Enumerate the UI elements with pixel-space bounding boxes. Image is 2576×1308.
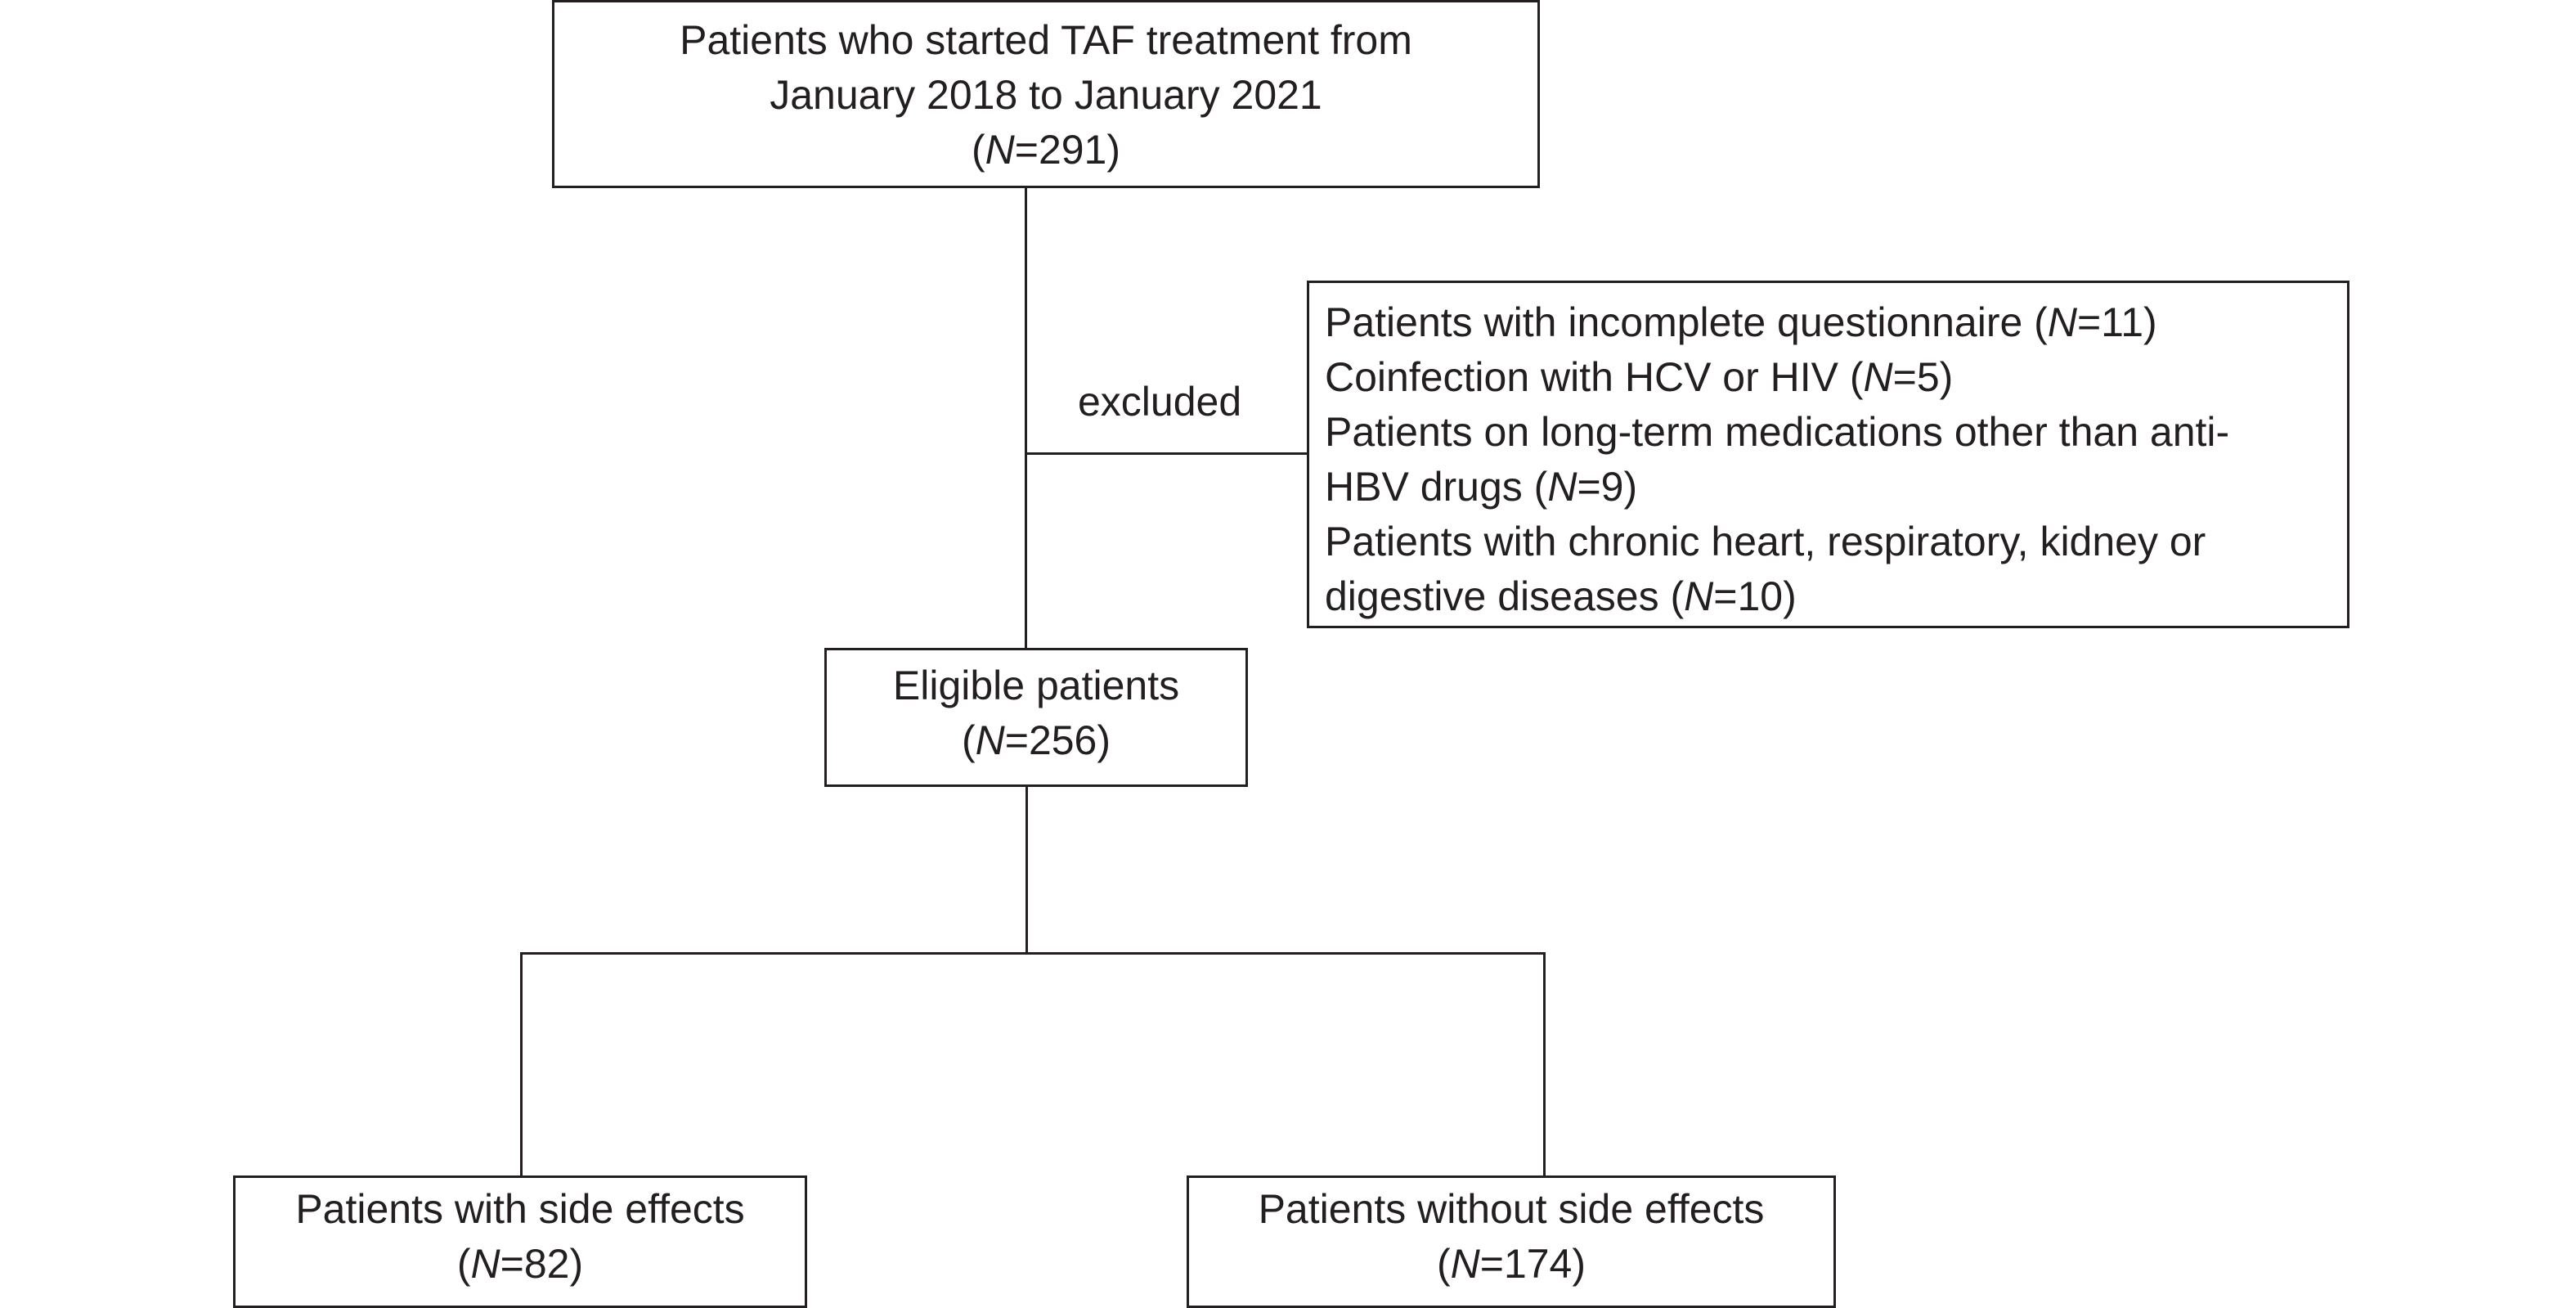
connector-right-branch (1543, 952, 1546, 1176)
connector-eligible-down (1025, 785, 1028, 955)
exclusion-item: Coinfection with HCV or HIV (N=5) (1325, 354, 1954, 400)
side-effects-count: (N=82) (456, 1241, 584, 1287)
connector-left-branch (520, 952, 523, 1176)
eligible-line1: Eligible patients (892, 663, 1180, 708)
start-line1: Patients who started TAF treatment from (680, 17, 1412, 63)
exclusion-item: Patients with chronic heart, respiratory… (1325, 519, 2206, 564)
connector-to-exclusions (1025, 452, 1307, 455)
side-effects-line1: Patients with side effects (295, 1186, 745, 1232)
start-count: (N=291) (971, 127, 1121, 173)
eligible-box: Eligible patients (N=256) (824, 648, 1248, 787)
side-effects-box: Patients with side effects (N=82) (233, 1175, 807, 1308)
no-side-effects-line1: Patients without side effects (1258, 1186, 1765, 1232)
exclusion-item: HBV drugs (N=9) (1325, 464, 1638, 510)
exclusion-item: Patients with incomplete questionnaire (… (1325, 299, 2157, 345)
no-side-effects-count: (N=174) (1436, 1241, 1586, 1287)
excluded-label: excluded (1078, 379, 1242, 425)
eligible-count: (N=256) (961, 717, 1111, 763)
exclusions-box: Patients with incomplete questionnaire (… (1307, 281, 2349, 628)
connector-split-horizontal (520, 952, 1546, 955)
no-side-effects-box: Patients without side effects (N=174) (1187, 1175, 1836, 1308)
exclusion-item: Patients on long-term medications other … (1325, 409, 2230, 455)
exclusion-item: digestive diseases (N=10) (1325, 573, 1797, 619)
start-line2: January 2018 to January 2021 (770, 72, 1322, 118)
start-box: Patients who started TAF treatment from … (552, 0, 1540, 188)
connector-start-to-eligible (1025, 187, 1027, 648)
